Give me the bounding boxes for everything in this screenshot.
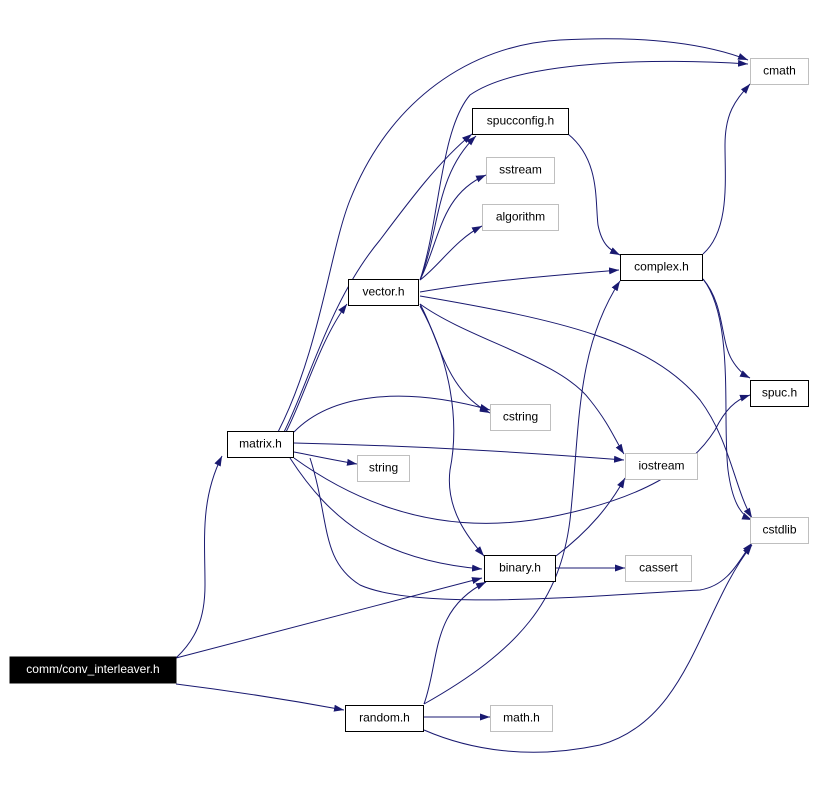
node-label: matrix.h <box>239 437 282 451</box>
node-label: random.h <box>359 711 410 725</box>
node-sstream[interactable]: sstream <box>486 157 555 184</box>
node-vector-h[interactable]: vector.h <box>348 279 419 306</box>
node-binary-h[interactable]: binary.h <box>484 555 556 582</box>
node-label: spuc.h <box>762 386 797 400</box>
node-label: algorithm <box>496 210 545 224</box>
node-iostream[interactable]: iostream <box>625 453 698 480</box>
edge-spucconfig-to-complex <box>567 133 621 256</box>
edge-binary-to-iostream <box>555 477 626 557</box>
edge-conv-interleaver-to-random <box>175 683 345 712</box>
node-math-h[interactable]: math.h <box>490 705 553 732</box>
edge-vector-to-complex <box>419 267 620 293</box>
edge-vector-to-sstream <box>419 174 487 281</box>
edge-random-to-binary <box>423 581 487 705</box>
edge-vector-to-cstdlib <box>419 295 753 519</box>
edge-vector-to-algorithm <box>419 225 483 281</box>
edge-vector-to-cmath <box>419 59 749 281</box>
node-label: cstring <box>503 410 538 424</box>
edge-vector-to-spucconfig <box>419 135 477 281</box>
edge-matrix-to-iostream <box>293 442 625 463</box>
node-label: spucconfig.h <box>487 114 554 128</box>
node-label: math.h <box>503 711 540 725</box>
node-label: cstdlib <box>762 523 796 537</box>
node-label: vector.h <box>362 285 404 299</box>
node-label: iostream <box>638 459 684 473</box>
edge-random-to-complex <box>423 280 621 705</box>
node-string[interactable]: string <box>357 455 410 482</box>
edge-conv-interleaver-to-binary <box>175 577 483 659</box>
edge-vector-to-binary <box>419 305 485 557</box>
edge-random-to-cstdlib <box>423 544 753 753</box>
node-spuc-h[interactable]: spuc.h <box>750 380 809 407</box>
node-comm-conv-interleaver-h[interactable]: comm/conv_interleaver.h <box>9 656 177 684</box>
node-cmath[interactable]: cmath <box>750 58 809 85</box>
node-cassert[interactable]: cassert <box>625 555 692 582</box>
edge-layer <box>175 38 753 753</box>
node-label: cassert <box>639 561 678 575</box>
edge-matrix-to-vector <box>285 303 348 433</box>
edge-vector-to-cstring <box>419 303 491 414</box>
node-label: comm/conv_interleaver.h <box>26 662 159 676</box>
edge-complex-to-spuc <box>702 278 751 379</box>
node-layer: comm/conv_interleaver.h matrix.h vector.… <box>9 58 809 732</box>
node-cstring[interactable]: cstring <box>490 404 551 431</box>
node-cstdlib[interactable]: cstdlib <box>750 517 809 544</box>
node-spucconfig-h[interactable]: spucconfig.h <box>472 108 569 135</box>
node-label: string <box>369 461 398 475</box>
node-algorithm[interactable]: algorithm <box>482 204 559 231</box>
edge-matrix-to-cmath <box>277 38 749 433</box>
edge-matrix-to-cstdlib <box>309 457 753 601</box>
edge-matrix-to-binary <box>289 457 483 572</box>
node-matrix-h[interactable]: matrix.h <box>227 431 294 458</box>
edge-vector-to-iostream <box>419 303 625 455</box>
edge-conv-interleaver-to-matrix <box>175 455 223 659</box>
node-label: cmath <box>763 64 796 78</box>
edge-complex-to-cstdlib <box>702 278 753 521</box>
node-label: sstream <box>499 163 542 177</box>
edge-matrix-to-cstring <box>293 395 491 433</box>
edge-matrix-to-spuc <box>293 394 751 524</box>
edge-matrix-to-spucconfig <box>283 133 473 433</box>
edge-complex-to-cmath <box>702 83 751 255</box>
node-label: binary.h <box>499 561 541 575</box>
node-random-h[interactable]: random.h <box>345 705 424 732</box>
edge-matrix-to-string <box>293 451 358 466</box>
node-label: complex.h <box>634 260 689 274</box>
node-complex-h[interactable]: complex.h <box>620 254 703 281</box>
